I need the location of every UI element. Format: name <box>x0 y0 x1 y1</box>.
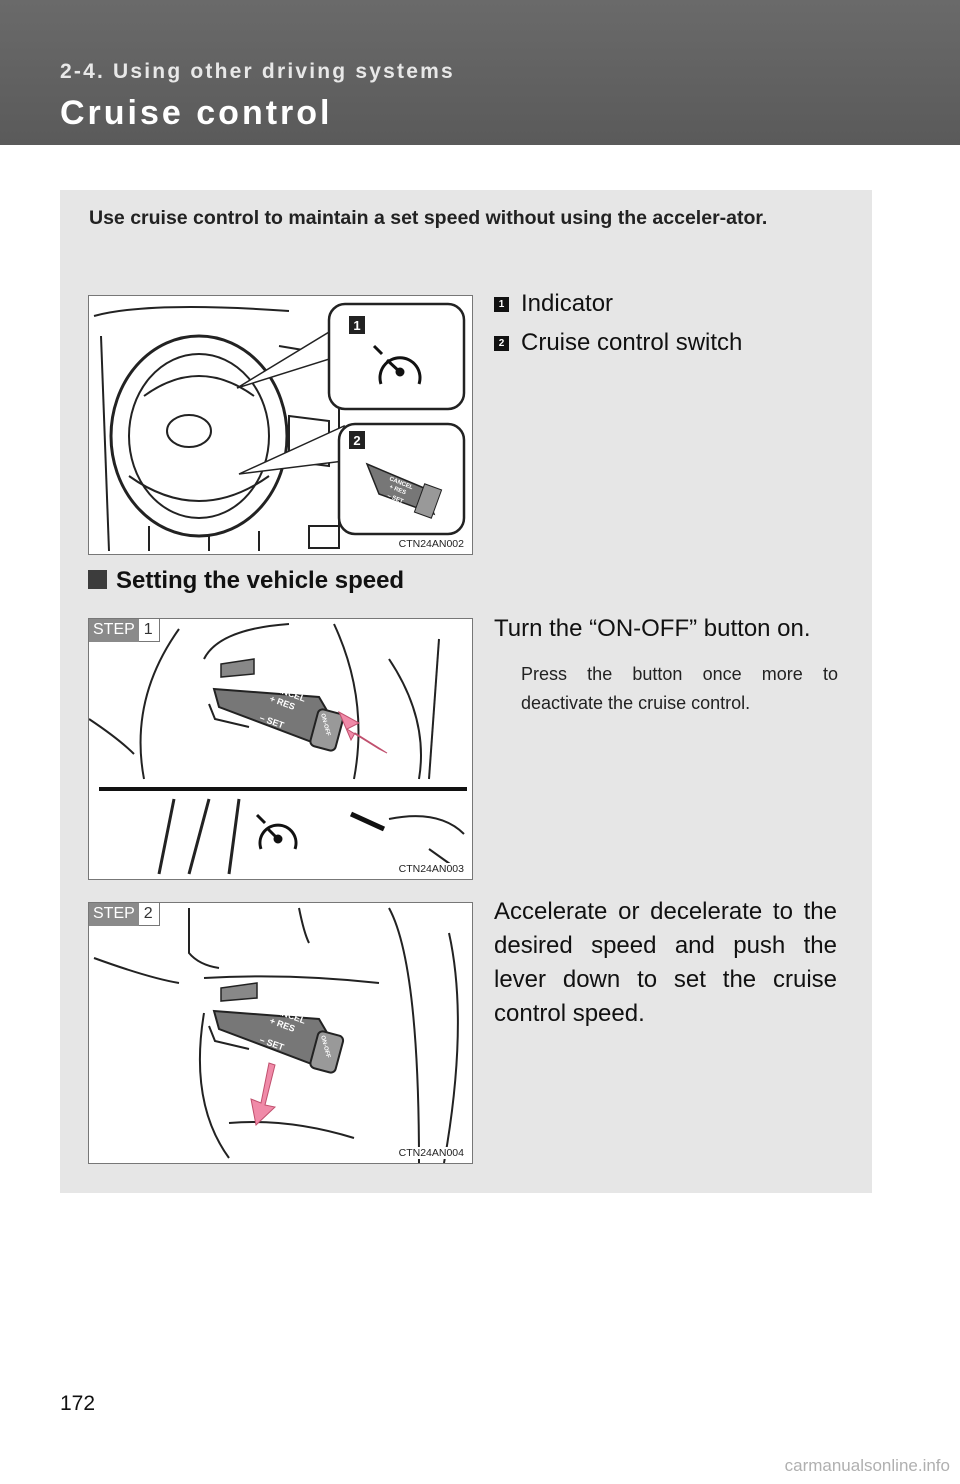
cruise-lever-icon: CANCEL + RES – SET <box>365 462 443 519</box>
bullet-square-icon <box>88 570 107 589</box>
figure-code: CTN24AN004 <box>396 1147 466 1159</box>
cruise-indicator-icon <box>372 344 422 385</box>
page-title: Cruise control <box>60 94 333 132</box>
page-header: 2-4. Using other driving systems Cruise … <box>0 0 960 145</box>
set-lever-illustration: CANCEL + RES – SET ON-OFF <box>93 907 459 1163</box>
on-off-button-illustration: CANCEL + RES – SET ON-OFF <box>89 623 467 875</box>
push-down-arrow-icon <box>250 1062 277 1126</box>
overview-figure: 1 2 CANCEL + RES – SET CTN24AN002 <box>88 295 473 555</box>
step-1-text: Turn the “ON-OFF” button on. <box>494 615 811 642</box>
legend-item-switch: 2 Cruise control switch <box>494 329 742 357</box>
lever-label-set: – SET <box>386 493 404 505</box>
lever-label-on-off: ON-OFF <box>319 713 331 737</box>
legend-number: 1 <box>494 296 509 312</box>
step-2-text: Accelerate or decelerate to the desired … <box>494 898 837 1027</box>
step-word: STEP <box>89 619 139 642</box>
page-number: 172 <box>60 1392 96 1415</box>
figure-code: CTN24AN003 <box>396 863 466 875</box>
lever-label-on-off: ON-OFF <box>319 1035 331 1059</box>
callout-1-label: 1 <box>353 318 360 333</box>
cruise-indicator-icon <box>255 813 298 850</box>
section-subheading: Setting the vehicle speed <box>88 567 404 595</box>
subheading-text: Setting the vehicle speed <box>116 567 405 594</box>
intro-text: Use cruise control to maintain a set spe… <box>89 207 768 229</box>
callout-2-label: 2 <box>353 433 360 448</box>
step-tag: STEP 2 <box>89 903 160 926</box>
step-1-figure: CANCEL + RES – SET ON-OFF STEP 1 CTN24AN… <box>88 618 473 880</box>
step-word: STEP <box>89 903 139 926</box>
dashboard-illustration: 1 2 CANCEL + RES – SET <box>93 302 466 552</box>
step-number: 1 <box>138 619 160 642</box>
step-tag: STEP 1 <box>89 619 160 642</box>
cruise-lever-icon: CANCEL + RES – SET ON-OFF <box>208 982 345 1074</box>
legend-item-indicator: 1 Indicator <box>494 290 613 318</box>
step-2-figure: CANCEL + RES – SET ON-OFF STEP 2 CTN24AN… <box>88 902 473 1164</box>
section-label: 2-4. Using other driving systems <box>60 60 455 83</box>
figure-code: CTN24AN002 <box>396 538 466 550</box>
legend-label: Indicator <box>521 290 614 317</box>
press-arrow-icon <box>337 710 388 754</box>
cruise-lever-icon: CANCEL + RES – SET ON-OFF <box>208 658 345 752</box>
legend-number: 2 <box>494 335 509 351</box>
watermark: carmanualsonline.info <box>784 1456 950 1475</box>
step-number: 2 <box>138 903 160 926</box>
legend-label: Cruise control switch <box>521 329 743 356</box>
step-1-note: Press the button once more to deactivate… <box>521 664 838 713</box>
